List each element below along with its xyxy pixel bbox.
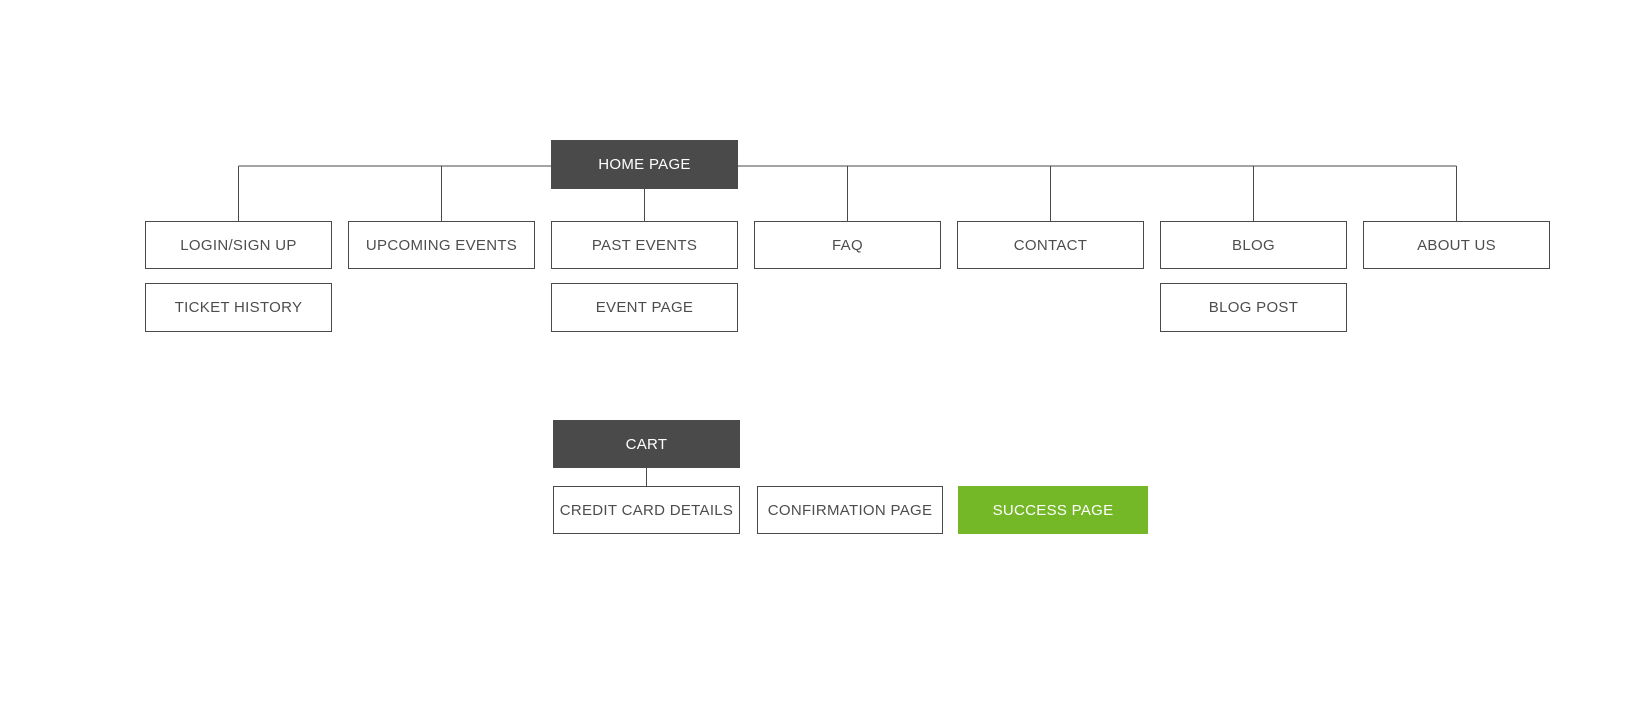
node-upcoming-events: UPCOMING EVENTS	[348, 221, 535, 269]
node-cart: CART	[553, 420, 740, 468]
node-ticket-history: TICKET HISTORY	[145, 283, 332, 332]
node-past-events: PAST EVENTS	[551, 221, 738, 269]
node-contact: CONTACT	[957, 221, 1144, 269]
node-login-sign-up: LOGIN/SIGN UP	[145, 221, 332, 269]
node-blog: BLOG	[1160, 221, 1347, 269]
node-faq: FAQ	[754, 221, 941, 269]
node-success-page: SUCCESS PAGE	[958, 486, 1148, 534]
node-confirmation-page: CONFIRMATION PAGE	[757, 486, 943, 534]
node-event-page: EVENT PAGE	[551, 283, 738, 332]
node-credit-card-details: CREDIT CARD DETAILS	[553, 486, 740, 534]
node-home-page: HOME PAGE	[551, 140, 738, 189]
node-about-us: ABOUT US	[1363, 221, 1550, 269]
node-blog-post: BLOG POST	[1160, 283, 1347, 332]
